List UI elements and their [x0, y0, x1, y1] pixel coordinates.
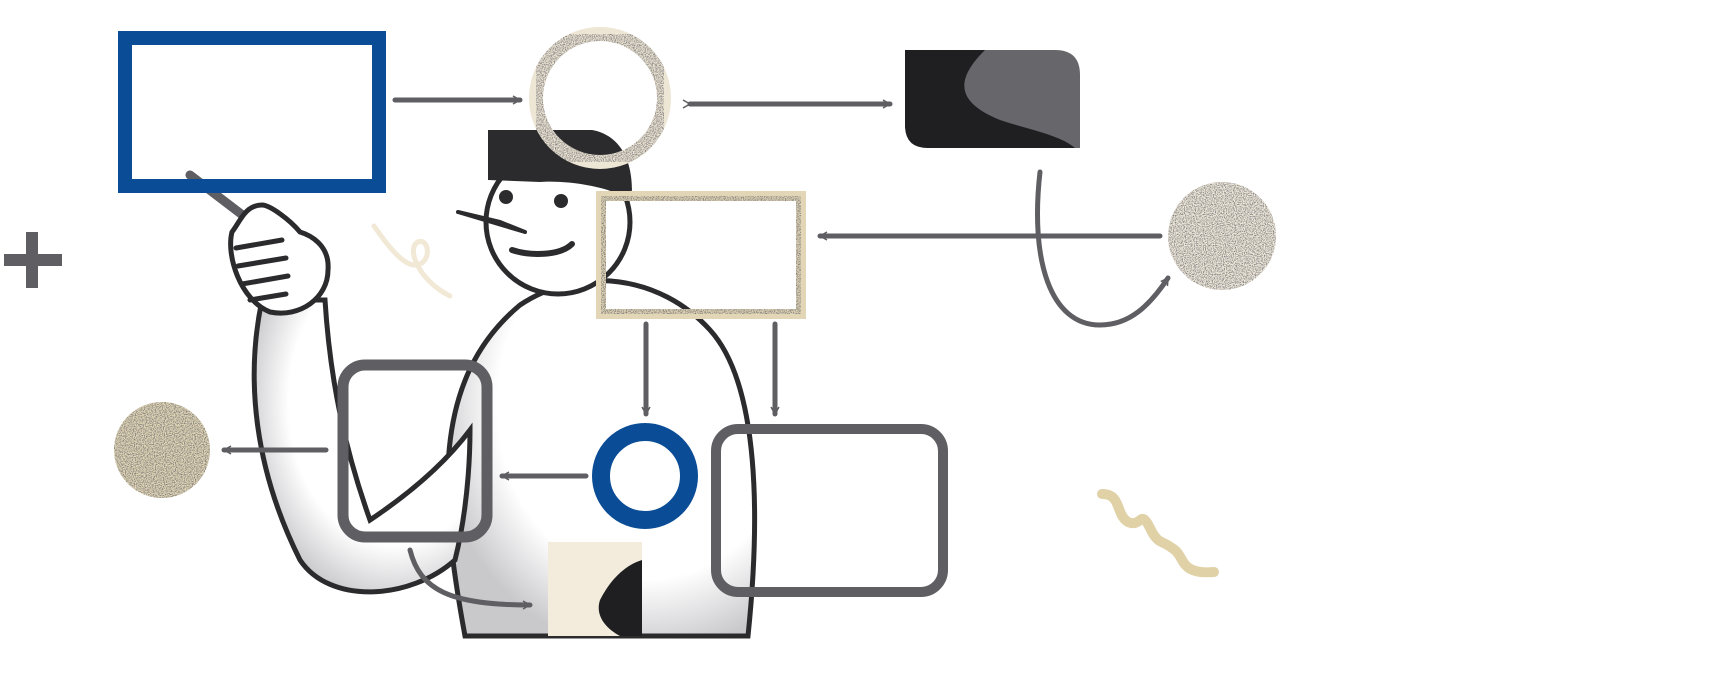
node-beige-rectangle-grain — [596, 191, 806, 319]
wave-icon — [1097, 489, 1219, 578]
node-blue-rectangle — [118, 31, 386, 193]
node-blue-ring — [592, 423, 698, 529]
plus-icon — [4, 232, 62, 288]
person-arm — [251, 297, 473, 595]
person-smile — [509, 241, 575, 257]
node-cream-square-brush — [598, 560, 642, 636]
node-gray-rounded-square — [337, 359, 493, 543]
person-nose — [456, 210, 527, 234]
node-cream-dot-right-grain — [1168, 182, 1276, 290]
person-eye-left — [499, 190, 513, 204]
squiggle-icon — [371, 223, 453, 299]
node-gray-rounded-rectangle — [711, 424, 948, 597]
person-eye-right — [554, 194, 568, 208]
person-hair — [488, 130, 632, 200]
arrow-curve-to-dot — [1035, 169, 1171, 328]
hand-fingers — [233, 237, 291, 303]
node-dark-brush — [905, 50, 1075, 148]
node-cream-ring-grain — [529, 27, 671, 169]
connectors — [221, 95, 1171, 610]
node-beige-dot-left-grain — [114, 402, 210, 498]
person — [185, 130, 758, 639]
arrow-square-to-cream — [407, 547, 533, 610]
